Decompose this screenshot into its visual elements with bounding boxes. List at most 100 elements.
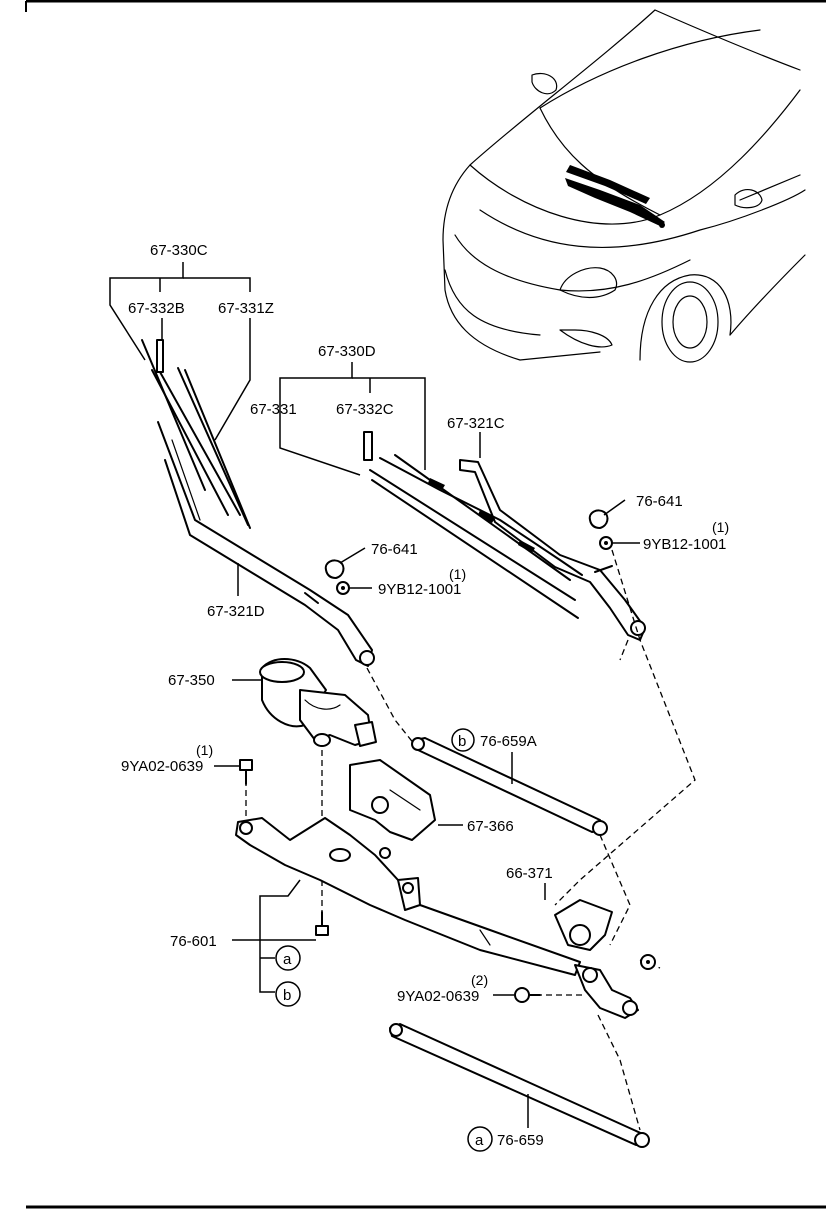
right-blade-strip-2 — [371, 479, 579, 619]
callout-a-mid-circle — [275, 945, 301, 971]
leader-76-601-bracket — [259, 879, 301, 993]
top-bolt-head — [239, 759, 253, 771]
bracket-detail — [389, 789, 421, 811]
dash-left-pivot — [366, 667, 416, 746]
motor-gearbox — [299, 689, 373, 746]
lower-bolt — [493, 987, 541, 1003]
left-arm-pivot-cap — [359, 650, 375, 666]
left-blade-assembly — [109, 262, 251, 529]
right-cap-and-nut — [588, 499, 640, 550]
label-76-659: 76-659 — [497, 1132, 544, 1149]
label-67-332B: 67-332B — [128, 300, 185, 317]
left-wiper-arm — [157, 421, 375, 667]
car-wiper-arm-mark — [566, 165, 650, 204]
dash-right-pivot — [554, 549, 696, 906]
callout-circles — [275, 728, 493, 1152]
label-76-601: 76-601 — [170, 933, 217, 950]
leader-right-76-641 — [603, 499, 626, 516]
car-wiper-pivot — [659, 222, 665, 228]
leader-67-331Z — [214, 318, 251, 441]
car-wheel-arch — [639, 274, 732, 361]
blade-clip-1 — [428, 478, 445, 490]
frame-mount-mid — [379, 847, 391, 859]
blade-strip-4 — [177, 367, 249, 526]
car-roof-line — [654, 9, 801, 71]
lower-bolt-head — [514, 987, 530, 1003]
car-mirror-left — [531, 72, 558, 95]
left-arm-inner — [171, 439, 201, 521]
car-wheel-hub — [672, 295, 708, 349]
motor-bracket — [349, 759, 463, 841]
car-front-illustration — [442, 9, 806, 363]
right-blade-assembly — [279, 362, 583, 619]
right-arm-pivot-cap — [630, 620, 646, 636]
linkage-frame — [232, 817, 581, 993]
label-qty-lower-bolt: (2) — [471, 972, 488, 988]
label-67-331: 67-331 — [250, 401, 297, 418]
bracket-plate — [349, 759, 436, 841]
frame-mount-left — [239, 821, 253, 835]
right-nut-hole — [604, 541, 608, 545]
left-cap-and-nut — [324, 547, 372, 595]
label-9YB12-1001-left: 9YB12-1001 — [378, 581, 461, 598]
pivot-66-371 — [544, 883, 613, 951]
car-bumper-upper — [454, 234, 691, 292]
left-cap-76-641 — [324, 559, 345, 579]
frame-grommet — [329, 848, 351, 862]
dash-lower-link — [597, 1014, 641, 1131]
callout-b-mid-circle — [275, 981, 301, 1007]
leader-67-330C-left — [109, 262, 184, 361]
leader-67-330C-right — [183, 277, 251, 292]
frame-bolt-head — [315, 925, 329, 936]
wiper-motor — [232, 658, 377, 747]
right-blade-frame — [379, 457, 583, 576]
car-side-mirror — [734, 188, 763, 209]
car-windshield-top — [539, 29, 761, 109]
motor-detail — [304, 699, 341, 710]
callout-a-mid: a — [283, 951, 292, 968]
label-76-641-right: 76-641 — [636, 493, 683, 510]
crank-assembly — [574, 954, 656, 1019]
label-67-332C: 67-332C — [336, 401, 394, 418]
pivot-shaft-cap — [569, 924, 591, 946]
right-wiper-arm — [459, 432, 646, 641]
right-blade-refill-end — [363, 431, 373, 461]
label-76-659A: 76-659A — [480, 733, 537, 750]
label-67-321D: 67-321D — [207, 603, 265, 620]
callout-b-mid: b — [283, 987, 291, 1004]
callout-b-upper: b — [458, 733, 466, 750]
label-qty-left-nut: (1) — [449, 566, 466, 582]
callout-a-lower: a — [475, 1132, 484, 1149]
motor-connector — [354, 721, 377, 747]
frame-tube-joint — [479, 929, 491, 946]
blade-strip-5 — [184, 369, 251, 529]
car-front-wheel — [661, 281, 719, 363]
label-76-641-left: 76-641 — [371, 541, 418, 558]
lower-link-rod — [389, 1023, 646, 1146]
motor-output-shaft — [313, 733, 331, 747]
lower-link-end-left — [389, 1023, 403, 1037]
dash-right-arm — [619, 639, 629, 661]
label-67-331Z: 67-331Z — [218, 300, 274, 317]
motor-bolt-top — [214, 759, 253, 785]
dash-link-right — [599, 834, 631, 946]
car-fog-light — [559, 329, 613, 348]
link-rod-76-659 — [389, 1023, 650, 1148]
leader-67-330D-left — [279, 362, 361, 476]
car-hood-front — [479, 189, 806, 249]
label-67-330D: 67-330D — [318, 343, 376, 360]
leader-left-76-641 — [339, 547, 366, 564]
label-67-350: 67-350 — [168, 672, 215, 689]
label-67-366: 67-366 — [467, 818, 514, 835]
part-labels: 67-330C 67-332B 67-331Z 67-330D 67-331 6… — [121, 242, 729, 1149]
upper-link-end-right — [592, 820, 608, 836]
crank-joint-lower — [622, 1000, 638, 1016]
blade-refill-end — [156, 339, 164, 373]
car-hood-line — [469, 164, 661, 225]
right-arm-body — [459, 459, 646, 641]
motor-end-cap — [259, 661, 305, 683]
lower-link-end-right — [634, 1132, 650, 1148]
car-side-sill — [729, 254, 806, 336]
label-9YA02-0639-bottom: 9YA02-0639 — [397, 988, 479, 1005]
